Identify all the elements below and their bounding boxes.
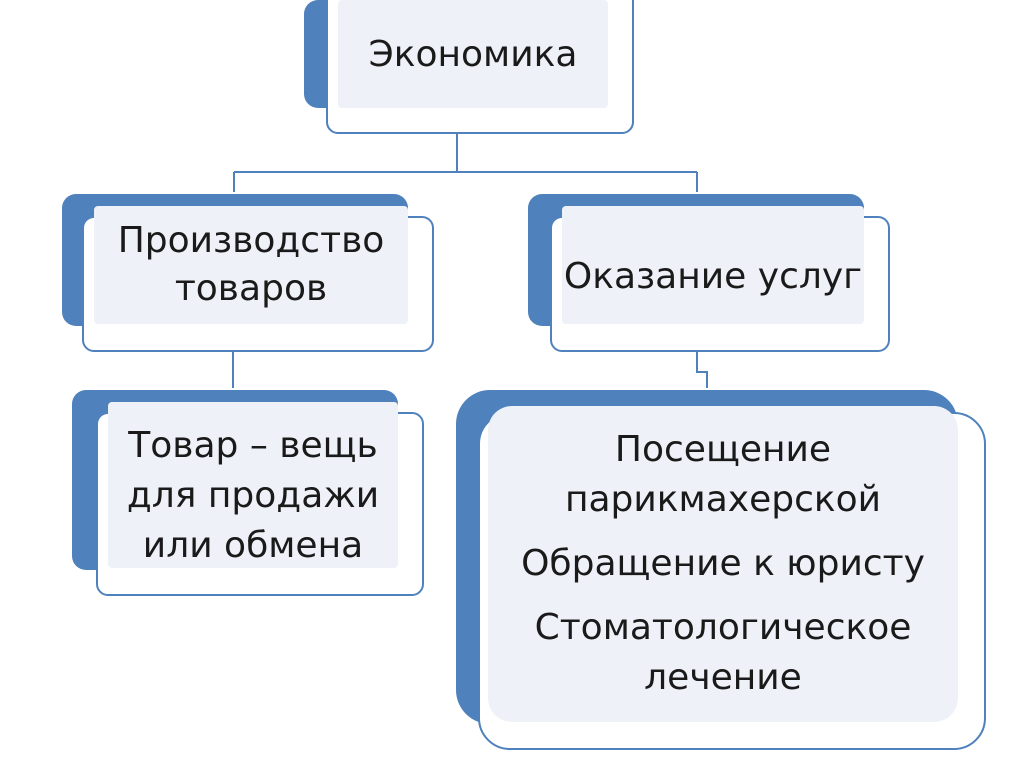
- node-goods-definition-line3: или обмена: [142, 525, 364, 566]
- node-goods-definition-line2: для продажи: [126, 475, 380, 516]
- right-child-line: [696, 350, 708, 388]
- node-goods-production-line1: Производство: [117, 220, 385, 261]
- node-goods-production: Производство товаров: [62, 194, 434, 352]
- node-goods-production-line2: товаров: [174, 268, 328, 309]
- node-economy-label: Экономика: [368, 33, 578, 75]
- service-item-barber-line1: Посещение: [614, 429, 832, 470]
- service-item-dental-line2: лечение: [644, 657, 802, 698]
- service-item-dental-line1: Стоматологическое: [534, 607, 912, 648]
- node-economy: Экономика: [304, 0, 634, 134]
- node-goods-definition-line1: Товар – вещь: [128, 425, 378, 466]
- node-service-examples: Посещение парикмахерской Обращение к юри…: [456, 390, 986, 750]
- node-services: Оказание услуг: [528, 194, 890, 352]
- service-item-barber-line2: парикмахерской: [564, 479, 882, 520]
- node-goods-definition: Товар – вещь для продажи или обмена: [72, 390, 424, 596]
- node-services-label: Оказание услуг: [563, 255, 863, 297]
- service-item-lawyer: Обращение к юристу: [521, 543, 925, 584]
